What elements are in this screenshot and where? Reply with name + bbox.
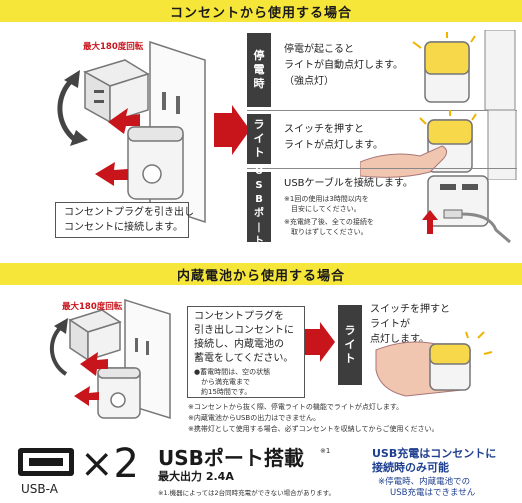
battery-light-line3: 点灯します。 [370, 334, 429, 345]
usb-note1: ※1回の使用は3時間以内を [284, 195, 369, 203]
outage-line3: （強点灯） [284, 76, 334, 87]
outlet-instruction-line2: コンセントに接続します。 [64, 222, 183, 233]
outlet-instruction-line1: コンセントプラグを引き出し [64, 207, 194, 218]
charge-note-line2: から満充電まで [194, 378, 250, 386]
banner-battery: 内蔵電池から使用する場合 [0, 263, 522, 285]
arrow-right-icon-mid [305, 322, 335, 362]
usb-port-title-sup: ※1 [320, 447, 331, 455]
arrow-right-icon [214, 105, 250, 155]
battery-note-1: ※コンセントから抜く際、停電ライトの機能でライトが点灯します。 [188, 403, 404, 411]
divider-mode-2 [247, 168, 517, 169]
tab-light: ライト [247, 114, 271, 164]
usb-note4: 取りはずしてください。 [284, 228, 368, 236]
banner-outlet: コンセントから使用する場合 [0, 0, 522, 22]
battery-illustration [20, 290, 180, 420]
outlet-illustration [0, 22, 215, 262]
outage-line2: ライトが自動点灯します。 [284, 60, 403, 71]
battery-light-line1: スイッチを押すと [370, 304, 450, 315]
usb-charge-title-line2: 接続時のみ可能 [372, 461, 449, 474]
battery-instruction-line4: 蓄電をしてください。 [194, 353, 294, 364]
light-switch-illustration [359, 109, 520, 181]
usb-charge-note-line1: ※停電時、内蔵電池での [378, 477, 471, 487]
rotate-label-mid: 最大180度回転 [62, 302, 123, 312]
battery-instruction-line1: コンセントプラグを [194, 311, 284, 322]
tab-power-outage: 停電時 [247, 33, 271, 107]
rotate-label-top: 最大180度回転 [83, 42, 144, 52]
outlet-device-drawing [57, 40, 206, 224]
charge-note-line3: 約15時間です。 [194, 388, 252, 396]
light-line2: ライトが点灯します。 [284, 140, 383, 151]
battery-note-2: ※内蔵電池からUSBの出力はできません。 [188, 414, 321, 422]
usb-a-port-icon [18, 448, 74, 476]
outlet-instruction-box: コンセントプラグを引き出し コンセントに接続します。 [55, 202, 194, 238]
battery-instruction-line2: 引き出しコンセントに [194, 325, 294, 336]
usb-a-label: USB-A [21, 482, 58, 496]
outage-line1: 停電が起こると [284, 44, 354, 55]
usb-max-output: 最大出力 2.4A [158, 470, 234, 483]
usb-port-title: USBポート搭載 [158, 446, 304, 470]
tab-light-battery: ライト [338, 305, 362, 385]
divider-mode-1 [247, 110, 517, 111]
battery-note-3: ※携帯灯として使用する場合、必ずコンセントを収納してからご使用ください。 [188, 425, 439, 433]
battery-instruction-box: コンセントプラグを 引き出しコンセントに 接続し、内蔵電池の 蓄電をしてください… [187, 306, 305, 398]
usb-line1: USBケーブルを接続します。 [284, 178, 413, 189]
charge-note-line1: ●蓄電時間は、空の状態 [194, 368, 271, 376]
usb-cable-illustration [410, 172, 520, 247]
battery-light-line2: ライトが [370, 319, 410, 330]
usb-note3: ※充電終了後、全ての接続を [284, 218, 374, 226]
usb-count: ×2 [80, 441, 139, 487]
usb-note2: 目安にしてください。 [284, 205, 361, 213]
usb-charge-note-line2: USB充電はできません [390, 488, 476, 498]
outage-light-illustration [405, 29, 520, 111]
usb-footnote: ※1.機器によっては2台同時充電ができない場合があります。 [158, 489, 335, 497]
battery-instruction-line3: 接続し、内蔵電池の [194, 339, 284, 350]
usb-charge-title-line1: USB充電はコンセントに [372, 447, 497, 460]
light-line1: スイッチを押すと [284, 124, 364, 135]
hand-light-illustration [366, 330, 516, 400]
